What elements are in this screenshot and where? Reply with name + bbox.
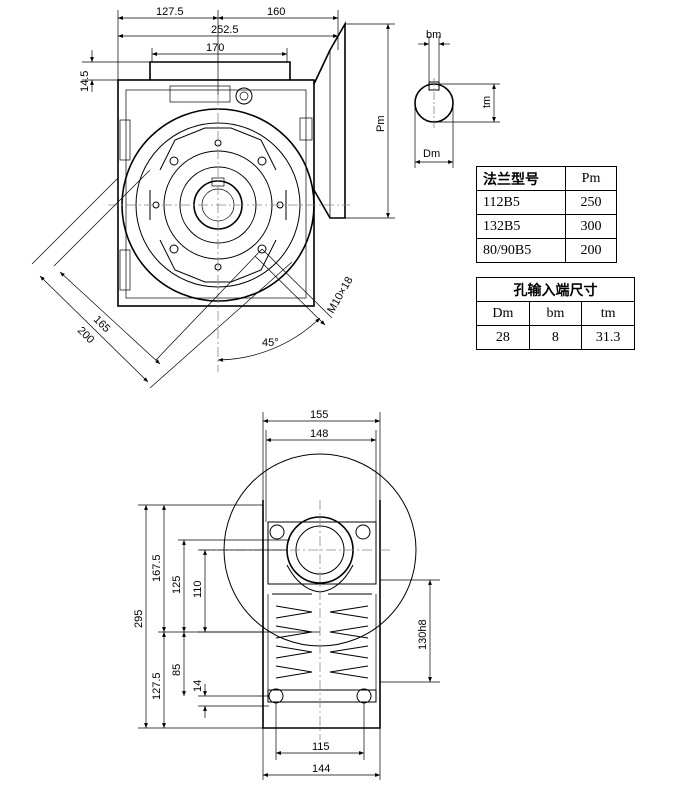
gearbox-body xyxy=(117,79,315,307)
dim-130h8: 130h8 xyxy=(417,619,429,650)
dim-170: 170 xyxy=(206,42,224,54)
dim-295: 295 xyxy=(133,610,145,628)
dim-pm: Pm xyxy=(375,116,387,133)
flange-header-model: 法兰型号 xyxy=(476,166,566,191)
side-view: 155 148 295 167.5 125 110 127.5 85 14 13… xyxy=(133,409,440,780)
dim-14-5: 14.5 xyxy=(79,71,91,92)
dim-tm: tm xyxy=(481,96,493,108)
oil-plug xyxy=(235,87,253,105)
flange-table: 法兰型号 Pm 112B5 250 132B5 300 80/90B5 200 xyxy=(476,166,617,263)
label-m10x18: M10×18 xyxy=(325,275,355,316)
table-row: 112B5 250 xyxy=(476,190,617,215)
dim-14: 14 xyxy=(192,680,204,692)
dim-160: 160 xyxy=(267,6,285,18)
table-row: 80/90B5 200 xyxy=(476,238,617,263)
motor-flange xyxy=(313,21,346,219)
dim-115: 115 xyxy=(312,741,330,753)
table-row: 28 8 31.3 xyxy=(476,325,635,350)
flange-pm-cell: 200 xyxy=(565,238,617,263)
dim-125: 125 xyxy=(171,576,183,594)
flange-pm-cell: 300 xyxy=(565,214,617,239)
input-dm-cell: 28 xyxy=(476,325,530,350)
dim-155: 155 xyxy=(310,409,328,421)
keyway-detail: bm tm Dm xyxy=(414,29,500,168)
top-view: 127.5 160 252.5 170 14.5 Pm 165 200 M10×… xyxy=(31,6,395,389)
input-tm-cell: 31.3 xyxy=(581,325,635,350)
dim-dm: Dm xyxy=(423,148,440,160)
dim-148: 148 xyxy=(310,428,328,440)
dim-110: 110 xyxy=(192,580,204,598)
dim-127-5: 127.5 xyxy=(156,6,184,18)
flange-model-cell: 132B5 xyxy=(476,214,566,239)
flange-model-cell: 80/90B5 xyxy=(476,238,566,263)
input-header-tm: tm xyxy=(581,301,635,326)
input-bm-cell: 8 xyxy=(528,325,583,350)
dim-144: 144 xyxy=(312,763,330,775)
input-header-dm: Dm xyxy=(476,301,530,326)
angle-45: 45° xyxy=(262,337,279,349)
flange-header-pm: Pm xyxy=(565,166,617,191)
dim-bm: bm xyxy=(426,29,441,41)
input-table-title: 孔输入端尺寸 xyxy=(476,277,635,302)
input-header-bm: bm xyxy=(528,301,583,326)
dim-85: 85 xyxy=(171,664,183,676)
worm-ribs xyxy=(267,593,377,690)
flange-pm-cell: 250 xyxy=(565,190,617,215)
dim-167-5: 167.5 xyxy=(151,554,163,582)
input-bore-table: 孔输入端尺寸 Dm bm tm 28 8 31.3 xyxy=(476,277,635,350)
flange-model-cell: 112B5 xyxy=(476,190,566,215)
dim-127-5-lower: 127.5 xyxy=(151,672,163,700)
side-body xyxy=(262,500,381,729)
dim-252-5: 252.5 xyxy=(211,24,239,36)
table-row: 132B5 300 xyxy=(476,214,617,239)
